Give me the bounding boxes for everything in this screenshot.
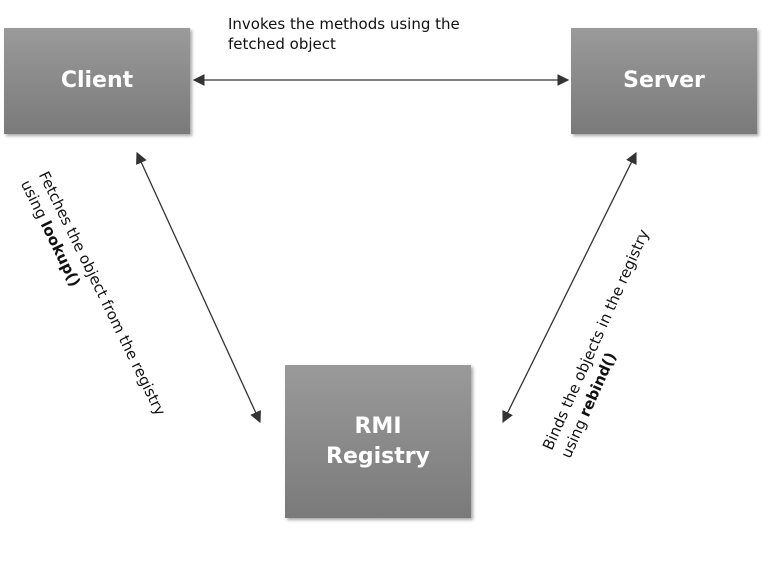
- server-registry-arrow: [502, 151, 637, 424]
- client-label: Client: [60, 68, 134, 93]
- invoke-methods-line1: Invokes the methods using the: [228, 15, 460, 33]
- registry-label-line1: RMI: [354, 413, 402, 439]
- invoke-methods-line2: fetched object: [228, 35, 336, 53]
- rmi-registry-node: RMI Registry: [285, 365, 471, 518]
- server-node: Server: [571, 28, 757, 134]
- server-label: Server: [623, 68, 705, 93]
- client-registry-arrow: [136, 151, 261, 424]
- invoke-methods-label: Invokes the methods using the fetched ob…: [228, 14, 460, 54]
- registry-label-line2: Registry: [326, 443, 430, 469]
- client-node: Client: [4, 28, 190, 134]
